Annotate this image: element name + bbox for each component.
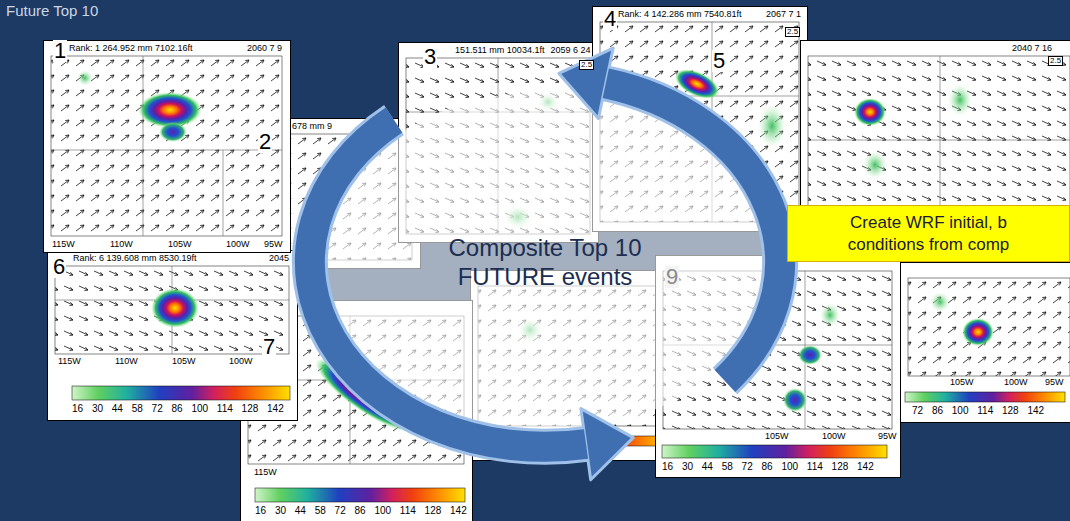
panel-header: Rank: 6 139.608 mm 8530.19ft 2045 xyxy=(73,253,289,264)
colorbar-values: 16 30 44 58 72 86 100 114 128 142 xyxy=(255,505,467,516)
caption-text: Composite Top 10 FUTURE events xyxy=(425,233,665,292)
axis-label: 115W xyxy=(58,357,81,367)
panel-date: 678 mm 9 xyxy=(292,121,332,132)
callout-number: 2 xyxy=(258,131,272,153)
axis-label: 110W xyxy=(115,357,138,367)
axis-label: 95W xyxy=(878,432,897,442)
map-panel: Rank: 4 142.286 mm 7540.81ft 2067 7 1 xyxy=(592,6,807,231)
axis-label: 100W xyxy=(229,357,253,367)
colorbar-values: 72 86 100 114 128 142 xyxy=(912,405,1044,416)
vector-scale: 2.5 xyxy=(579,60,594,70)
vector-scale: 2.5 xyxy=(1048,56,1063,66)
map-panel: Rank: 6 139.608 mm 8530.19ft 2045 xyxy=(47,250,297,420)
map-panel xyxy=(48,251,298,421)
axis-label: 105W xyxy=(168,240,192,250)
panel-header: Rank: 1 264.952 mm 7102.16ft 2060 7 9 xyxy=(69,43,282,54)
axis-label: 105W xyxy=(950,378,974,388)
axis-label: 105W xyxy=(765,432,789,442)
panel-header: 2040 7 16 xyxy=(830,43,1052,54)
panel-rank: 151.511 mm 10034.1ft xyxy=(455,45,544,56)
callout-text: Create WRF initial, b conditions from co… xyxy=(824,212,1034,255)
axis-label: 100W xyxy=(1004,378,1028,388)
map-panel xyxy=(44,41,291,253)
axis-label: 115W xyxy=(52,240,75,250)
callout-number: 1 xyxy=(53,40,67,62)
callout-number: 5 xyxy=(712,50,726,72)
panel-rank: Rank: 4 142.286 mm 7540.81ft xyxy=(618,9,742,20)
axis-label: 110W xyxy=(110,240,133,250)
panel-date: 2045 xyxy=(269,253,289,264)
panel-rank: Rank: 6 139.608 mm 8530.19ft xyxy=(73,253,197,264)
callout-body: Create WRF initial, b conditions from co… xyxy=(824,212,1034,255)
axis-label: 115W xyxy=(254,468,277,478)
map-panel: 151.511 mm 10034.1ft 2059 6 24 xyxy=(398,42,598,242)
colorbar-values: 16 30 44 58 72 86 100 114 128 142 xyxy=(662,461,874,472)
callout-number: 9 xyxy=(665,266,679,288)
panel-header: Rank: 4 142.286 mm 7540.81ft 2067 7 1 xyxy=(618,9,801,20)
map-panel: Rank: 1 264.952 mm 7102.16ft 2060 7 9 xyxy=(43,40,290,252)
axis-label: 100W xyxy=(226,240,250,250)
panel-header: 151.511 mm 10034.1ft 2059 6 24 xyxy=(455,45,590,56)
map-panel xyxy=(901,263,1070,423)
axis-label: 105W xyxy=(172,357,196,367)
callout-number: 6 xyxy=(52,256,66,278)
panel-header: 678 mm 9 xyxy=(292,121,412,132)
cycle-arrow xyxy=(310,120,633,480)
axis-label: 100W xyxy=(822,432,846,442)
cycle-caption: Composite Top 10 FUTURE events xyxy=(425,233,665,292)
axis-label: 95W xyxy=(264,240,283,250)
callout-box: Create WRF initial, b conditions from co… xyxy=(787,205,1070,262)
panel-date: 2067 7 1 xyxy=(766,9,801,20)
panel-rank: Rank: 1 264.952 mm 7102.16ft xyxy=(69,43,193,54)
panel-date: 2040 7 16 xyxy=(1012,43,1052,54)
callout-number: 4 xyxy=(603,8,617,30)
callout-number: 3 xyxy=(423,46,437,68)
colorbar-values: 16 30 44 58 72 86 100 114 128 142 xyxy=(72,403,284,414)
axis-label: 95W xyxy=(1045,378,1064,388)
slide-title: Future Top 10 xyxy=(6,2,98,19)
cycle-arrow xyxy=(559,48,780,381)
panel-date: 2059 6 24 xyxy=(550,45,590,56)
vector-scale: 2.5 xyxy=(785,27,800,37)
callout-number: 7 xyxy=(262,336,276,358)
panel-date: 2060 7 9 xyxy=(247,43,282,54)
